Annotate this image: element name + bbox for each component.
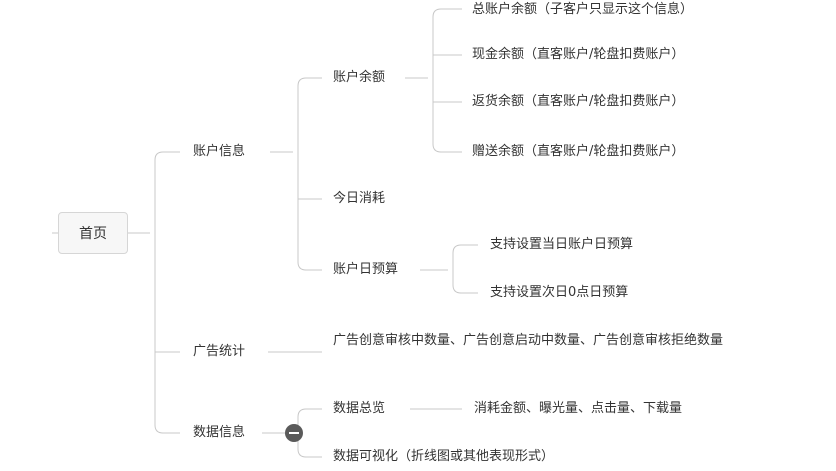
node-ad-stats[interactable]: 广告统计 [193, 342, 245, 362]
node-data-visualization-label: 数据可视化（折线图或其他表现形式） [333, 449, 555, 464]
connector-budget-next-day [452, 284, 478, 294]
node-data-overview[interactable]: 数据总览 [333, 399, 385, 419]
connector-data-overview [297, 408, 322, 418]
node-daily-budget-label: 账户日预算 [333, 262, 399, 277]
node-overview-metrics[interactable]: 消耗金额、曝光量、点击量、下载量 [474, 399, 682, 419]
node-total-balance[interactable]: 总账户余额（子客户只显示这个信息） [472, 0, 693, 20]
node-ad-stats-label: 广告统计 [193, 344, 246, 359]
root-node-home[interactable]: 首页 [58, 212, 128, 254]
root-node-label: 首页 [79, 226, 107, 242]
connector-root-data-info [154, 424, 180, 434]
connector-budget-today [452, 244, 478, 254]
node-data-info-label: 数据信息 [193, 425, 246, 440]
connector-daily-budget [297, 261, 322, 271]
node-ad-creative-counts[interactable]: 广告创意审核中数量、广告创意启动中数量、广告创意审核拒绝数量 [333, 330, 725, 352]
node-cash-balance[interactable]: 现金余额（直客账户/轮盘扣费账户） [472, 45, 684, 65]
collapse-toggle-button[interactable] [285, 424, 303, 442]
node-data-visualization[interactable]: 数据可视化（折线图或其他表现形式） [333, 447, 554, 467]
node-daily-budget[interactable]: 账户日预算 [333, 260, 398, 280]
minus-icon [289, 432, 299, 434]
node-data-info[interactable]: 数据信息 [193, 423, 245, 443]
connector-gift-balance [432, 143, 462, 153]
node-rebate-balance-label: 返货余额（直客账户/轮盘扣费账户） [472, 94, 685, 109]
connector-data-visualization [297, 448, 322, 458]
node-gift-balance-label: 赠送余额（直客账户/轮盘扣费账户） [472, 144, 685, 159]
node-account-info-label: 账户信息 [193, 144, 246, 159]
node-budget-next-day-label: 支持设置次日0点日预算 [490, 285, 629, 300]
node-rebate-balance[interactable]: 返货余额（直客账户/轮盘扣费账户） [472, 92, 684, 112]
node-overview-metrics-label: 消耗金额、曝光量、点击量、下载量 [474, 401, 683, 416]
node-total-balance-label: 总账户余额（子客户只显示这个信息） [472, 2, 694, 17]
connector-root-account-info [154, 151, 180, 161]
node-budget-today[interactable]: 支持设置当日账户日预算 [490, 235, 633, 255]
connector-account-balance [297, 77, 322, 87]
node-ad-creative-counts-label: 广告创意审核中数量、广告创意启动中数量、广告创意审核拒绝数量 [333, 333, 724, 348]
node-cash-balance-label: 现金余额（直客账户/轮盘扣费账户） [472, 47, 685, 62]
node-today-consumption[interactable]: 今日消耗 [333, 189, 385, 209]
node-budget-today-label: 支持设置当日账户日预算 [490, 237, 634, 252]
node-data-overview-label: 数据总览 [333, 401, 386, 416]
node-account-balance[interactable]: 账户余额 [333, 68, 385, 88]
node-account-balance-label: 账户余额 [333, 70, 386, 85]
node-account-info[interactable]: 账户信息 [193, 142, 245, 162]
node-budget-next-day[interactable]: 支持设置次日0点日预算 [490, 283, 628, 303]
connector-total-balance [432, 8, 462, 18]
node-gift-balance[interactable]: 赠送余额（直客账户/轮盘扣费账户） [472, 142, 684, 162]
node-today-consumption-label: 今日消耗 [333, 191, 386, 206]
